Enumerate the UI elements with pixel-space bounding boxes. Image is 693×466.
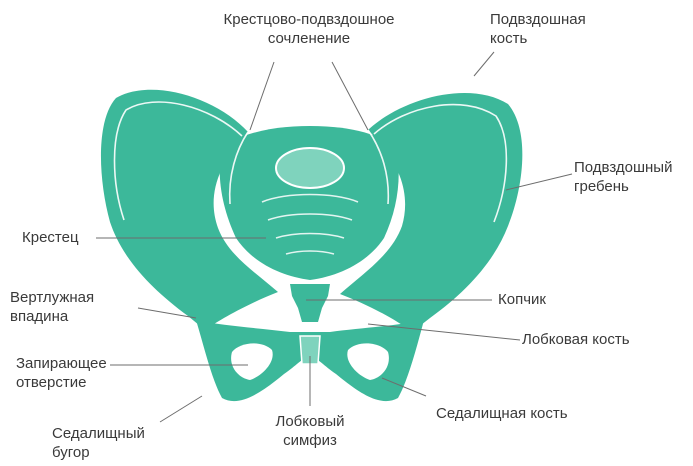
label-acetabulum: Вертлужная впадина <box>10 288 94 326</box>
label-acetabulum-line2: впадина <box>10 307 94 326</box>
label-pubic-symphysis: Лобковый симфиз <box>260 412 360 450</box>
label-obturator-foramen-line1: Запирающее <box>16 354 107 373</box>
label-ischium-line1: Седалищная кость <box>436 404 568 423</box>
label-sacroiliac-joint-line2: сочленение <box>196 29 422 48</box>
label-obturator-foramen-line2: отверстие <box>16 373 107 392</box>
leader-sacroiliac-left <box>250 62 274 130</box>
label-ischium: Седалищная кость <box>436 404 568 423</box>
label-ischial-tuberosity: Седалищный бугор <box>52 424 145 462</box>
label-obturator-foramen: Запирающее отверстие <box>16 354 107 392</box>
label-iliac-crest-line2: гребень <box>574 177 672 196</box>
leader-ilium <box>474 52 494 76</box>
label-ilium-line1: Подвздошная <box>490 10 586 29</box>
sacral-body <box>276 148 344 188</box>
label-pubic-bone: Лобковая кость <box>522 330 630 349</box>
label-coccyx: Копчик <box>498 290 546 309</box>
label-sacroiliac-joint: Крестцово-подвздошное сочленение <box>196 10 422 48</box>
label-ilium: Подвздошная кость <box>490 10 586 48</box>
leader-sacroiliac-right <box>332 62 368 130</box>
label-acetabulum-line1: Вертлужная <box>10 288 94 307</box>
label-ischial-tuberosity-line1: Седалищный <box>52 424 145 443</box>
label-iliac-crest: Подвздошный гребень <box>574 158 672 196</box>
leader-ischial-tuberosity <box>160 396 202 422</box>
label-pubic-symphysis-line2: симфиз <box>260 431 360 450</box>
label-iliac-crest-line1: Подвздошный <box>574 158 672 177</box>
label-sacroiliac-joint-line1: Крестцово-подвздошное <box>196 10 422 29</box>
label-coccyx-line1: Копчик <box>498 290 546 309</box>
label-pubic-symphysis-line1: Лобковый <box>260 412 360 431</box>
label-ilium-line2: кость <box>490 29 586 48</box>
label-sacrum-line1: Крестец <box>22 228 79 247</box>
label-pubic-bone-line1: Лобковая кость <box>522 330 630 349</box>
label-ischial-tuberosity-line2: бугор <box>52 443 145 462</box>
label-sacrum: Крестец <box>22 228 79 247</box>
coccyx-shape <box>290 284 330 322</box>
